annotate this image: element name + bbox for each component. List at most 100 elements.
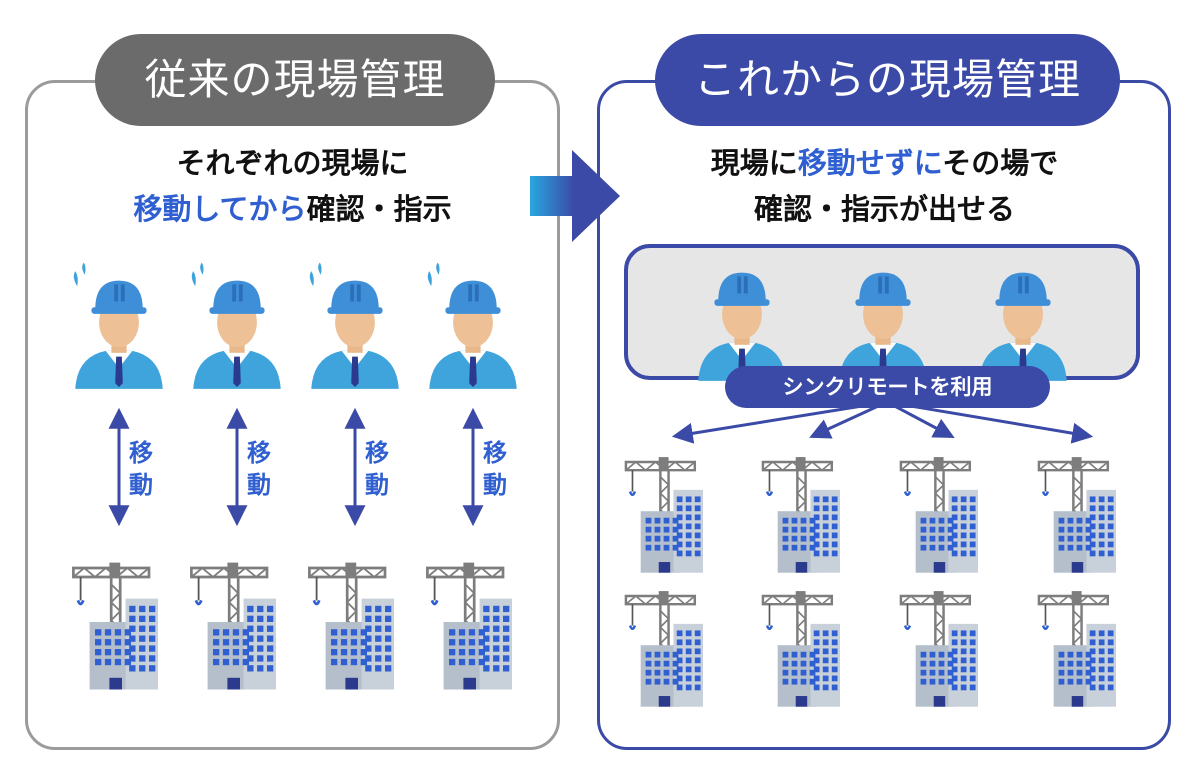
building-window: [676, 541, 683, 548]
building-window: [1076, 517, 1083, 524]
building-window: [1058, 517, 1065, 524]
building-window: [831, 648, 838, 655]
building-window: [969, 648, 976, 655]
building-window: [114, 658, 122, 666]
building-window: [822, 541, 829, 548]
building-window: [960, 657, 967, 664]
future-headline-line2: 確認・指示が出せる: [753, 192, 1015, 226]
building-window: [685, 550, 692, 557]
building-window: [969, 684, 976, 691]
building-window: [654, 517, 661, 524]
worker-icon: [698, 272, 786, 381]
worker-icon: [75, 280, 163, 389]
building-window: [663, 660, 670, 667]
future-headline-a: 現場に: [710, 146, 798, 180]
building-window: [694, 514, 701, 521]
building-window: [503, 615, 510, 622]
building-window: [800, 660, 807, 667]
building-window: [654, 660, 661, 667]
building-window: [139, 615, 146, 622]
building-window: [782, 544, 789, 551]
traditional-headline-highlight: 移動してから: [133, 192, 307, 226]
building-window: [1089, 639, 1096, 646]
building-window: [822, 648, 829, 655]
building-window: [685, 684, 692, 691]
building-window: [929, 535, 936, 542]
building-window: [95, 629, 102, 636]
building-window: [139, 655, 146, 662]
building-window: [375, 665, 382, 672]
building-window: [267, 665, 274, 672]
building-window: [822, 532, 829, 539]
building-window: [969, 657, 976, 664]
building-window: [340, 639, 348, 646]
building-window: [493, 655, 500, 662]
building-window: [232, 629, 240, 636]
building-window: [493, 605, 500, 613]
building-window: [129, 635, 136, 642]
building-window: [1067, 535, 1074, 542]
building-window: [947, 544, 954, 551]
building-window: [257, 615, 264, 622]
crane-building-icon: [761, 589, 842, 708]
building-window: [809, 517, 816, 524]
building-window: [483, 615, 490, 622]
building-window: [831, 657, 838, 664]
building-window: [663, 669, 670, 676]
building-window: [938, 517, 945, 524]
building-window: [483, 605, 490, 613]
building-window: [149, 615, 156, 622]
building-window: [1058, 651, 1065, 658]
building-window: [149, 605, 156, 613]
building-window: [1076, 651, 1083, 658]
building-window: [1085, 669, 1092, 676]
building-window: [1107, 541, 1114, 548]
building-window: [969, 514, 976, 521]
building-window: [694, 666, 701, 673]
building-window: [676, 514, 683, 521]
building-window: [929, 678, 936, 685]
sweat-drop-icon: [191, 262, 204, 287]
building-window: [247, 605, 254, 613]
building-window: [449, 649, 456, 656]
building-window: [104, 629, 112, 636]
building-window: [257, 605, 264, 613]
crane-building-icon: [899, 455, 980, 574]
building-window: [951, 514, 958, 521]
building-window: [267, 635, 274, 642]
building-window: [104, 658, 112, 666]
building-window: [813, 630, 820, 637]
building-door: [933, 696, 946, 707]
building-window: [654, 526, 661, 533]
building-window: [822, 639, 829, 646]
crane-building-icon: [426, 561, 514, 691]
building-window: [800, 535, 807, 542]
building-window: [503, 635, 510, 642]
building-window: [1076, 678, 1083, 685]
building-window: [1089, 505, 1096, 512]
building-window: [213, 639, 220, 646]
building-window: [831, 666, 838, 673]
building-window: [813, 675, 820, 682]
building-window: [951, 541, 958, 548]
building-window: [365, 655, 372, 662]
building-window: [1058, 544, 1065, 551]
building-window: [822, 496, 829, 503]
building-window: [663, 535, 670, 542]
building-window: [782, 526, 789, 533]
building-window: [831, 541, 838, 548]
building-window: [676, 523, 683, 530]
building-window: [782, 517, 789, 524]
building-window: [385, 635, 392, 642]
building-window: [694, 541, 701, 548]
building-window: [951, 496, 958, 503]
building-window: [1107, 639, 1114, 646]
building-window: [1076, 660, 1083, 667]
building-window: [938, 660, 945, 667]
building-window: [1085, 526, 1092, 533]
building-window: [375, 655, 382, 662]
building-window: [929, 517, 936, 524]
building-window: [340, 649, 348, 656]
building-window: [929, 544, 936, 551]
building-window: [791, 669, 798, 676]
